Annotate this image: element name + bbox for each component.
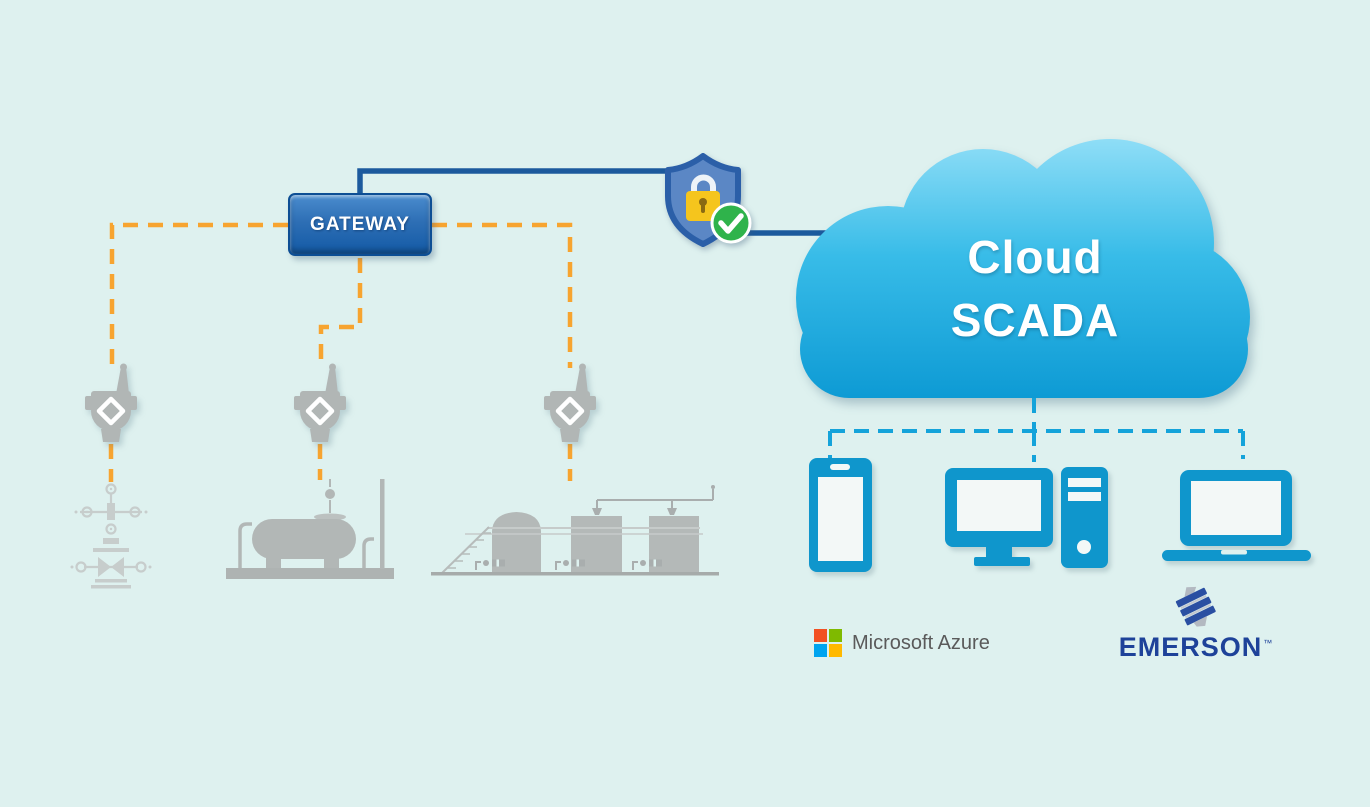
wireless-link-right bbox=[432, 222, 573, 368]
shield-lock-icon bbox=[665, 153, 752, 247]
cloud-label-line1: Cloud bbox=[967, 231, 1103, 283]
emerson-logo: EMERSON™ bbox=[1116, 584, 1276, 663]
wireless-transmitter-icon bbox=[85, 364, 137, 443]
emerson-logo-icon bbox=[1175, 586, 1216, 627]
storage-tank-icon bbox=[226, 479, 394, 579]
azure-logo: Microsoft Azure bbox=[814, 629, 990, 657]
wireless-transmitter-icon bbox=[294, 364, 346, 443]
cloud-scada-label: Cloud SCADA bbox=[880, 226, 1190, 352]
cloud-label-line2: SCADA bbox=[950, 294, 1120, 346]
laptop-icon bbox=[1162, 470, 1311, 561]
desktop-monitor-icon bbox=[945, 468, 1053, 566]
wireless-transmitter-icon bbox=[544, 364, 596, 443]
padlock-icon bbox=[686, 174, 720, 221]
gateway-node: GATEWAY bbox=[288, 193, 432, 256]
secure-link-gateway-shield bbox=[357, 168, 700, 198]
check-icon bbox=[710, 202, 752, 244]
azure-logo-label: Microsoft Azure bbox=[852, 631, 990, 654]
gateway-label: GATEWAY bbox=[310, 213, 410, 235]
wellhead-icon bbox=[70, 483, 152, 589]
emerson-tm: ™ bbox=[1263, 638, 1274, 648]
cloud-shape bbox=[796, 139, 1250, 398]
wireless-link-middle bbox=[318, 258, 363, 368]
tank-farm-icon bbox=[431, 485, 719, 576]
emerson-logo-label: EMERSON™ bbox=[1116, 632, 1276, 663]
smartphone-icon bbox=[809, 458, 872, 572]
emerson-wordmark: EMERSON bbox=[1118, 632, 1263, 662]
computer-tower-icon bbox=[1061, 467, 1108, 568]
microsoft-logo-icon bbox=[814, 629, 842, 657]
wireless-link-left bbox=[109, 222, 288, 368]
